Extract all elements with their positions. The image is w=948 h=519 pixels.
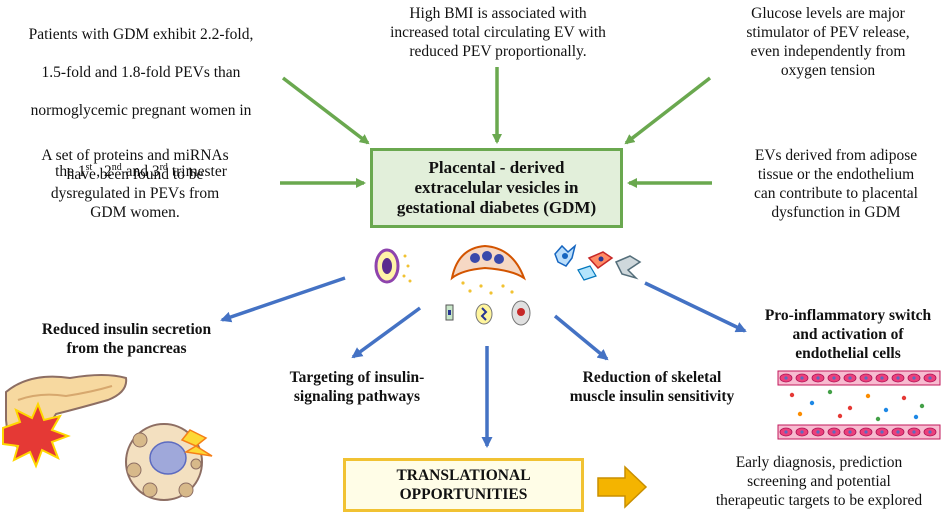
placenta-illustration (450, 244, 526, 295)
endothelial-nucleus (912, 376, 916, 380)
top-left-line4: the 1st , 2nd and 3rd trimester (55, 162, 227, 181)
arrow-to-pancreas (220, 276, 346, 323)
center-box: Placental - derived extracelular vesicle… (370, 148, 623, 228)
endothelial-nucleus (848, 376, 852, 380)
cell-vesicle-illustration (374, 248, 412, 284)
endothelial-nucleus (784, 430, 788, 434)
endothelial-nucleus (864, 430, 868, 434)
mid-left-text: A set of proteins and miRNAs have been f… (41, 147, 229, 221)
endothelial-nucleus (832, 430, 836, 434)
top-right-text: Glucose levels are major stimulator of P… (746, 5, 910, 79)
effect-endothelial: Pro-inflammatory switch and activation o… (764, 307, 932, 362)
endothelial-nucleus (800, 430, 804, 434)
arrow-top-left (281, 76, 370, 145)
pancreas-illustration (1, 374, 128, 469)
top-left-line3: normoglycemic pregnant women in (30, 102, 252, 119)
mid-right-text: EVs derived from adipose tissue or the e… (754, 147, 918, 221)
top-left-line1: Patients with GDM exhibit 2.2-fold, (28, 26, 254, 43)
blood-vessel-illustration (777, 370, 941, 440)
beta-cell-illustration (125, 423, 213, 501)
top-center-text: High BMI is associated with increased to… (390, 5, 606, 60)
top-left-text: Patients with GDM exhibit 2.2-fold, 1.5-… (0, 6, 282, 200)
effect-skeletal-muscle: Reduction of skeletal muscle insulin sen… (569, 369, 735, 405)
arrow-to-insulin-signaling (351, 306, 422, 359)
endothelial-nucleus (864, 376, 868, 380)
arrow-to-endothelial (644, 281, 747, 333)
endothelial-nucleus (896, 430, 900, 434)
arrow-top-right (624, 76, 712, 145)
effect-insulin-signaling: Targeting of insulin- signaling pathways (289, 369, 425, 405)
endothelial-nucleus (816, 376, 820, 380)
outcome-text: Early diagnosis, prediction screening an… (715, 454, 923, 509)
endothelial-nucleus (928, 376, 932, 380)
arrow-to-skeletal (553, 314, 609, 361)
endothelial-nucleus (816, 430, 820, 434)
immune-cells-illustration (554, 243, 642, 281)
endothelial-nucleus (912, 430, 916, 434)
endothelial-nucleus (784, 376, 788, 380)
arrow-to-outcome (597, 465, 648, 509)
endothelial-nucleus (832, 376, 836, 380)
endothelial-nucleus (928, 430, 932, 434)
endothelial-nucleus (896, 376, 900, 380)
endothelial-nucleus (800, 376, 804, 380)
center-title: Placental - derived extracelular vesicle… (396, 158, 597, 217)
tissue-cells-illustration (445, 300, 531, 326)
top-left-line2: 1.5-fold and 1.8-fold PEVs than (41, 64, 241, 81)
endothelial-nucleus (880, 376, 884, 380)
effect-pancreas: Reduced insulin secretion from the pancr… (41, 321, 212, 357)
translational-box: TRANSLATIONAL OPPORTUNITIES (343, 458, 584, 512)
translational-label: TRANSLATIONAL OPPORTUNITIES (396, 467, 531, 503)
endothelial-nucleus (848, 430, 852, 434)
endothelial-nucleus (880, 430, 884, 434)
